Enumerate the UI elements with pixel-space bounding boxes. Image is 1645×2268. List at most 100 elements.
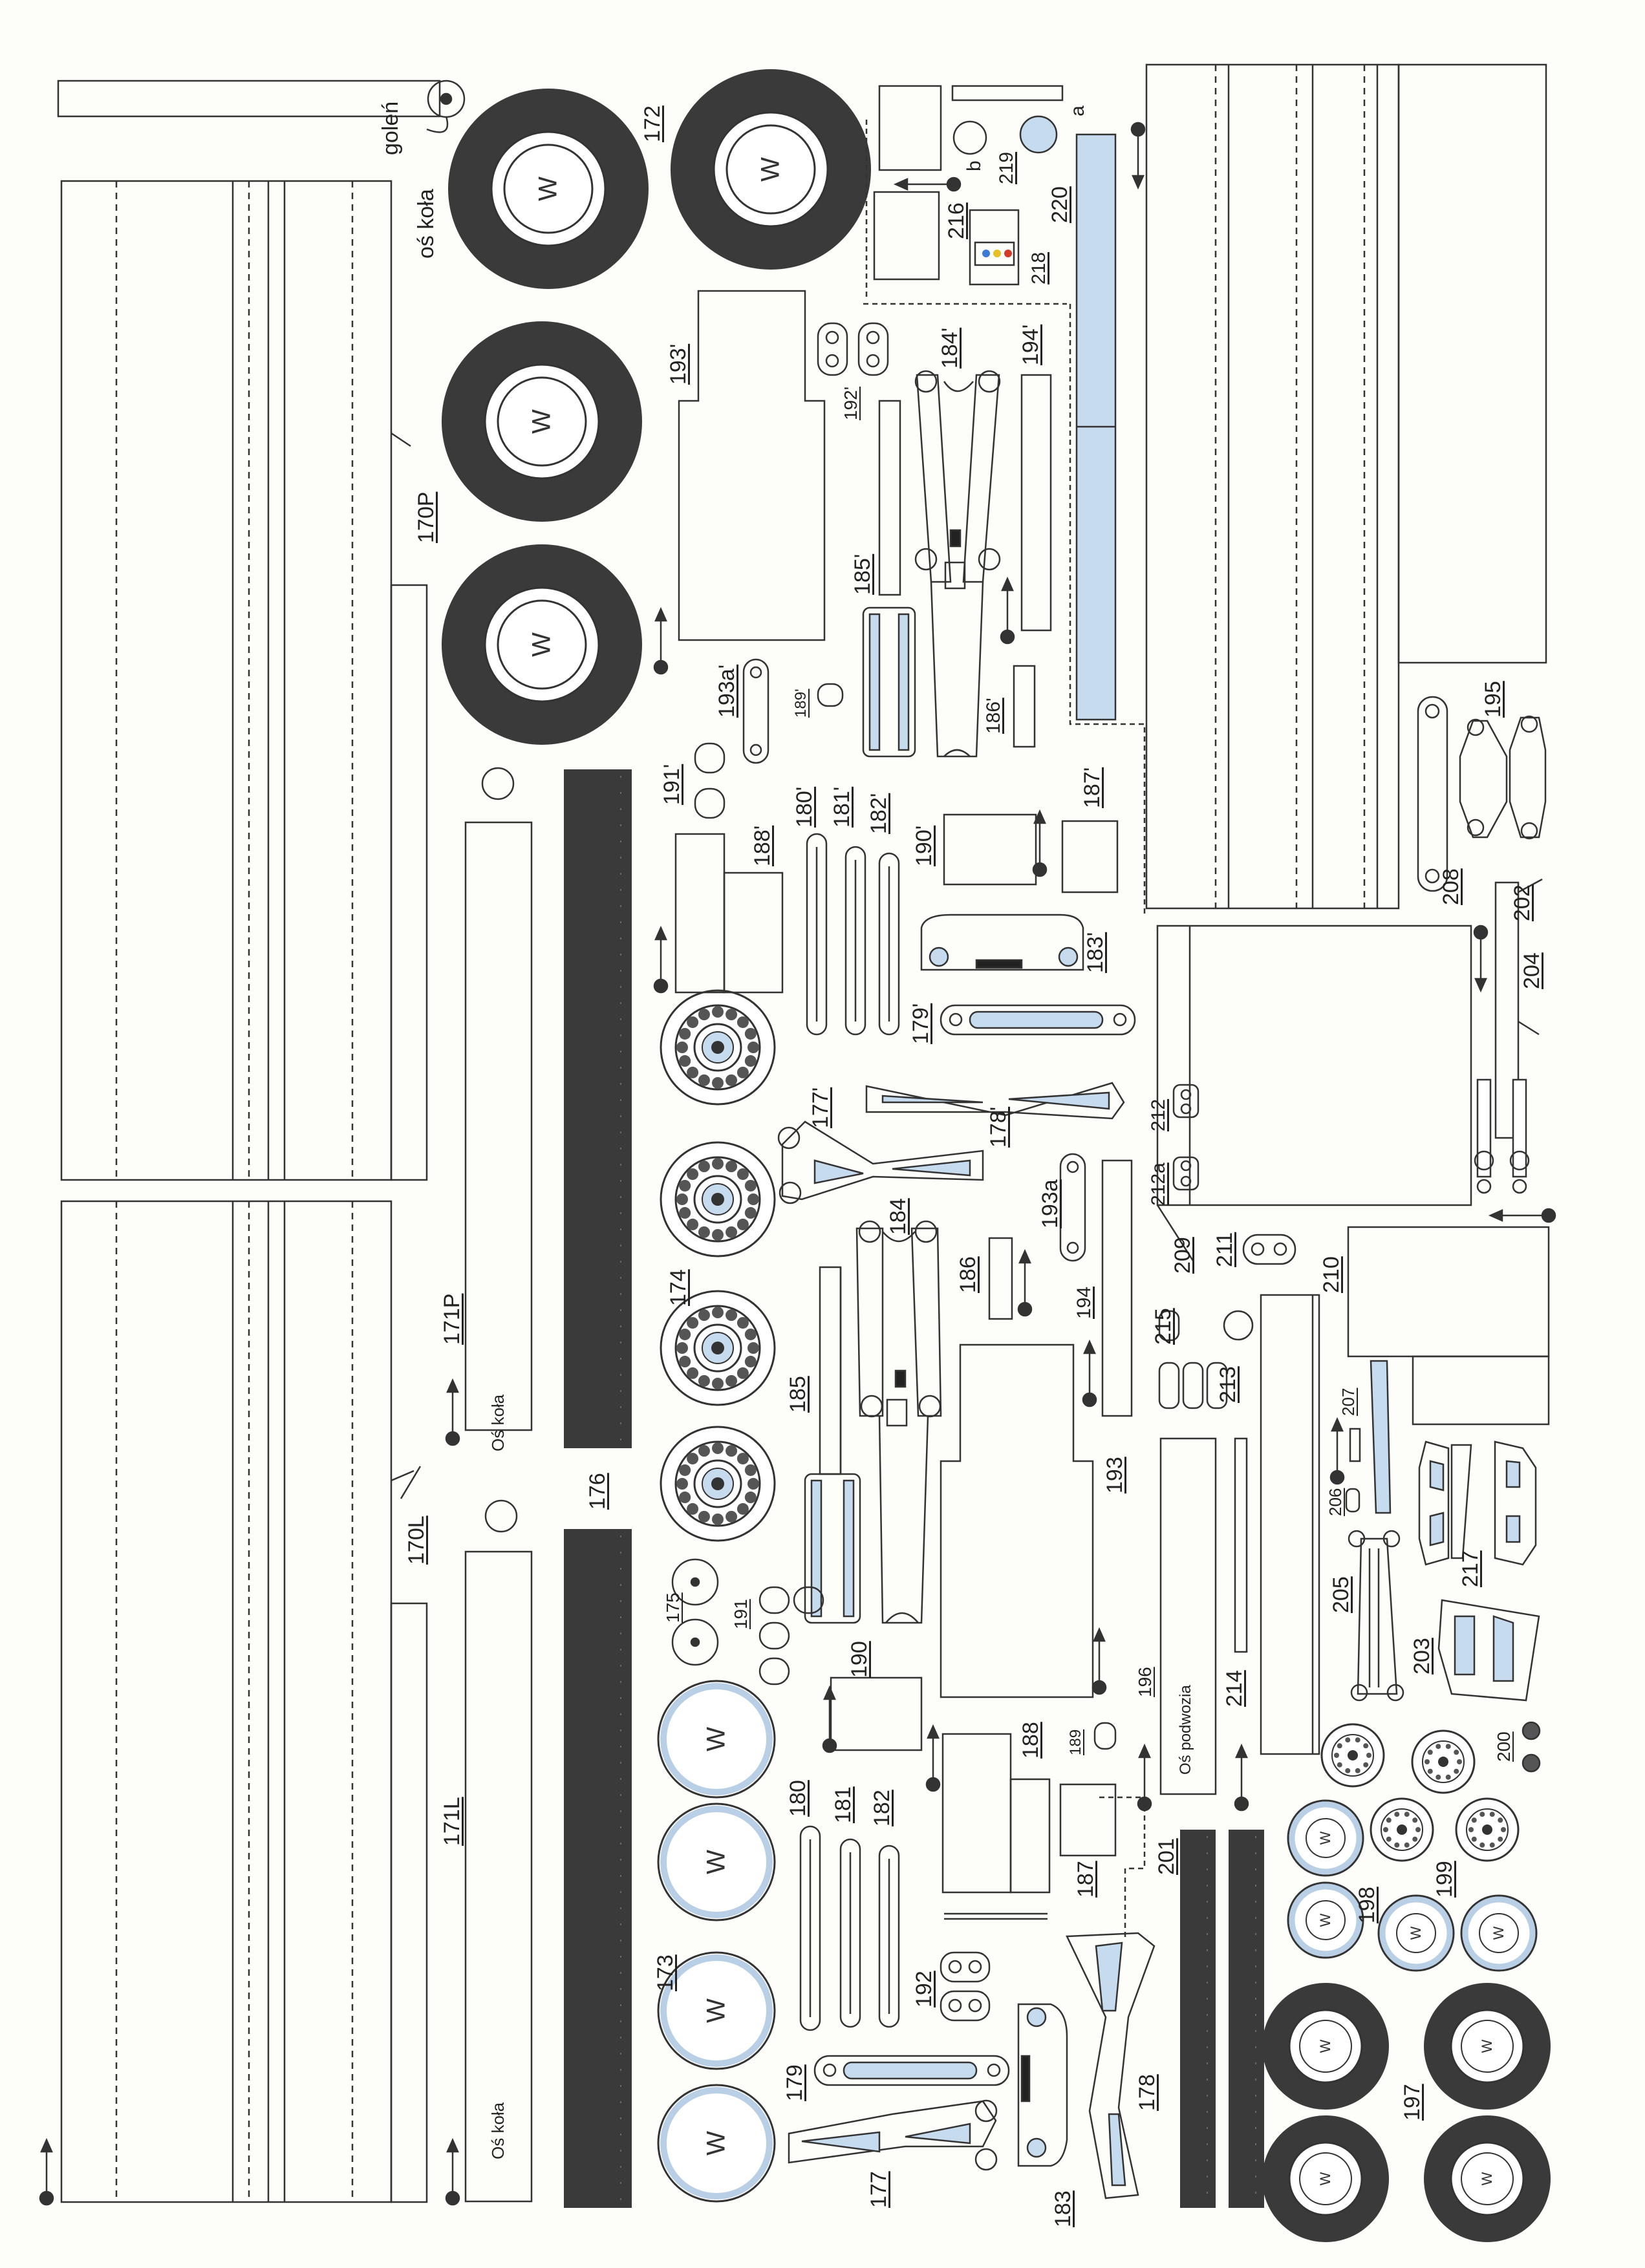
label-202: 202 xyxy=(1510,884,1534,921)
part-209-panel xyxy=(1156,925,1472,1261)
part-175 xyxy=(671,1558,719,1666)
label-195: 195 xyxy=(1481,681,1505,718)
label-218: 218 xyxy=(1028,251,1049,284)
part-189p xyxy=(817,683,844,707)
label-187p: 187' xyxy=(1080,767,1104,808)
part-186p xyxy=(1013,665,1036,748)
part-185p xyxy=(878,400,901,596)
part-193 xyxy=(940,1343,1094,1698)
part-193a xyxy=(1059,1153,1086,1262)
part-204 xyxy=(1494,881,1520,1139)
tyre-letter: W xyxy=(756,157,785,182)
tyre-2 xyxy=(671,69,871,270)
part-178p xyxy=(865,1082,1125,1120)
part-192 xyxy=(940,1951,991,2022)
part-177p xyxy=(777,1120,984,1204)
part-190 xyxy=(830,1676,923,1751)
part-170L-panel xyxy=(60,1200,428,2203)
wheel-letter: W xyxy=(702,2131,731,2156)
label-205: 205 xyxy=(1329,1576,1353,1613)
label-210: 210 xyxy=(1319,1256,1344,1293)
part-177 xyxy=(788,2099,998,2171)
wheel-198-1 xyxy=(1287,1799,1364,1877)
tyre-197-2 xyxy=(1424,1983,1551,2110)
part-171P-strip xyxy=(400,767,533,1499)
label-209: 209 xyxy=(1170,1237,1195,1274)
label-187: 187 xyxy=(1073,1861,1098,1898)
hub-199-3 xyxy=(1370,1797,1434,1862)
label-188: 188 xyxy=(1018,1722,1043,1759)
wheel-198-4 xyxy=(1460,1894,1538,1972)
label-206: 206 xyxy=(1326,1488,1345,1516)
hub-174-1 xyxy=(660,989,776,1106)
label-183: 183 xyxy=(1051,2190,1075,2227)
tyre-letter: W xyxy=(533,177,563,201)
label-190p: 190' xyxy=(912,825,936,866)
part-211 xyxy=(1242,1234,1296,1265)
part-212 xyxy=(1172,1084,1199,1191)
label-174: 174 xyxy=(666,1269,691,1306)
label-186p: 186' xyxy=(983,698,1004,734)
wheels-173 xyxy=(657,1680,776,2203)
label-198: 198 xyxy=(1355,1887,1379,1923)
tyre-letter: W xyxy=(527,632,556,657)
label-171L: 171L xyxy=(440,1797,464,1846)
label-193p: 193' xyxy=(666,343,691,385)
label-217: 217 xyxy=(1458,1550,1483,1587)
wheel-198-2 xyxy=(1287,1881,1364,1959)
part-208 xyxy=(1417,696,1448,892)
part-219 xyxy=(1019,115,1058,154)
part-196 xyxy=(1159,1437,1217,1795)
label-184: 184 xyxy=(886,1198,910,1235)
part-207 xyxy=(1349,1360,1392,1514)
tyre-197-1 xyxy=(1262,1983,1389,2110)
part-218 xyxy=(969,209,1020,286)
part-210 xyxy=(1347,1226,1550,1426)
part-b xyxy=(952,120,987,155)
label-208: 208 xyxy=(1439,868,1463,905)
small-tyre-letter: W xyxy=(1479,2039,1495,2053)
part-187 xyxy=(1059,1783,1117,1857)
part-187p xyxy=(1061,820,1119,893)
tyre-197-4 xyxy=(1424,2115,1551,2242)
tyre-197-3 xyxy=(1262,2115,1389,2242)
tyre-3 xyxy=(442,321,642,522)
wheel-letter: W xyxy=(702,1998,731,2023)
label-179: 179 xyxy=(782,2064,807,2101)
label-181p: 181' xyxy=(830,786,854,828)
part-183p xyxy=(920,914,1084,971)
label-220: 220 xyxy=(1048,186,1072,223)
label-193ap: 193a' xyxy=(715,664,739,718)
part-a-strip xyxy=(951,85,1064,102)
label-190: 190 xyxy=(847,1641,872,1678)
part-203 xyxy=(1437,1599,1540,1702)
label-194p: 194' xyxy=(1018,324,1043,365)
part-195 xyxy=(1459,715,1547,840)
wheel-letter: W xyxy=(702,1850,731,1874)
label-199: 199 xyxy=(1432,1861,1457,1898)
wheel-173-3 xyxy=(657,1951,776,2070)
hub-174-4 xyxy=(660,1426,776,1542)
tyre-4 xyxy=(442,544,642,745)
part-180-182 xyxy=(799,1825,900,2031)
part-176-strips xyxy=(564,769,632,2208)
label-191p: 191' xyxy=(660,764,684,805)
label-204: 204 xyxy=(1520,952,1544,989)
part-186 xyxy=(988,1237,1013,1320)
part-188 xyxy=(941,1733,1051,1894)
small-tyre-letter: W xyxy=(1317,2039,1333,2053)
label-178p: 178' xyxy=(986,1106,1011,1148)
fold-markers xyxy=(39,122,1556,2206)
wheel-173-1 xyxy=(657,1680,776,1799)
part-184p xyxy=(914,370,1001,758)
label-207: 207 xyxy=(1339,1387,1358,1416)
part-right-large-panel xyxy=(1145,63,1547,910)
part-202-hinges xyxy=(1474,1078,1530,1194)
label-191: 191 xyxy=(731,1599,751,1629)
small-wheel-letter: W xyxy=(1317,1831,1333,1845)
label-189p: 189' xyxy=(792,689,810,718)
label-golen: goleń xyxy=(378,101,403,155)
small-wheel-letter: W xyxy=(1490,1926,1507,1940)
